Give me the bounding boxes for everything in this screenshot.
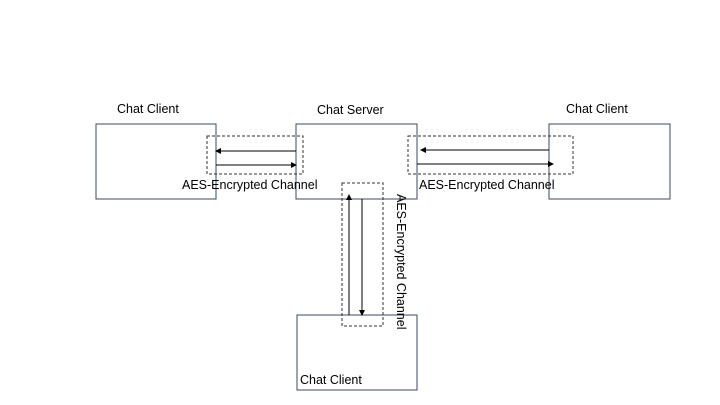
bottom-channel-dashed-box: [341, 182, 384, 327]
chat-client-right-box: [548, 123, 671, 200]
chat-server-box: [295, 123, 418, 200]
left-channel-label: AES-Encrypted Channel: [182, 178, 318, 192]
right-channel-label: AES-Encrypted Channel: [419, 178, 555, 192]
left-channel-dashed-box: [206, 135, 304, 175]
chat-client-left-box: [95, 123, 217, 200]
chat-client-bottom-box: [296, 314, 418, 391]
chat-client-left-label: Chat Client: [117, 102, 179, 116]
right-channel-dashed-box: [407, 135, 574, 175]
bottom-channel-label: AES-Encrypted Channel: [394, 194, 408, 330]
chat-client-right-label: Chat Client: [566, 102, 628, 116]
chat-server-label: Chat Server: [317, 103, 384, 117]
chat-client-bottom-label: Chat Client: [300, 373, 362, 387]
